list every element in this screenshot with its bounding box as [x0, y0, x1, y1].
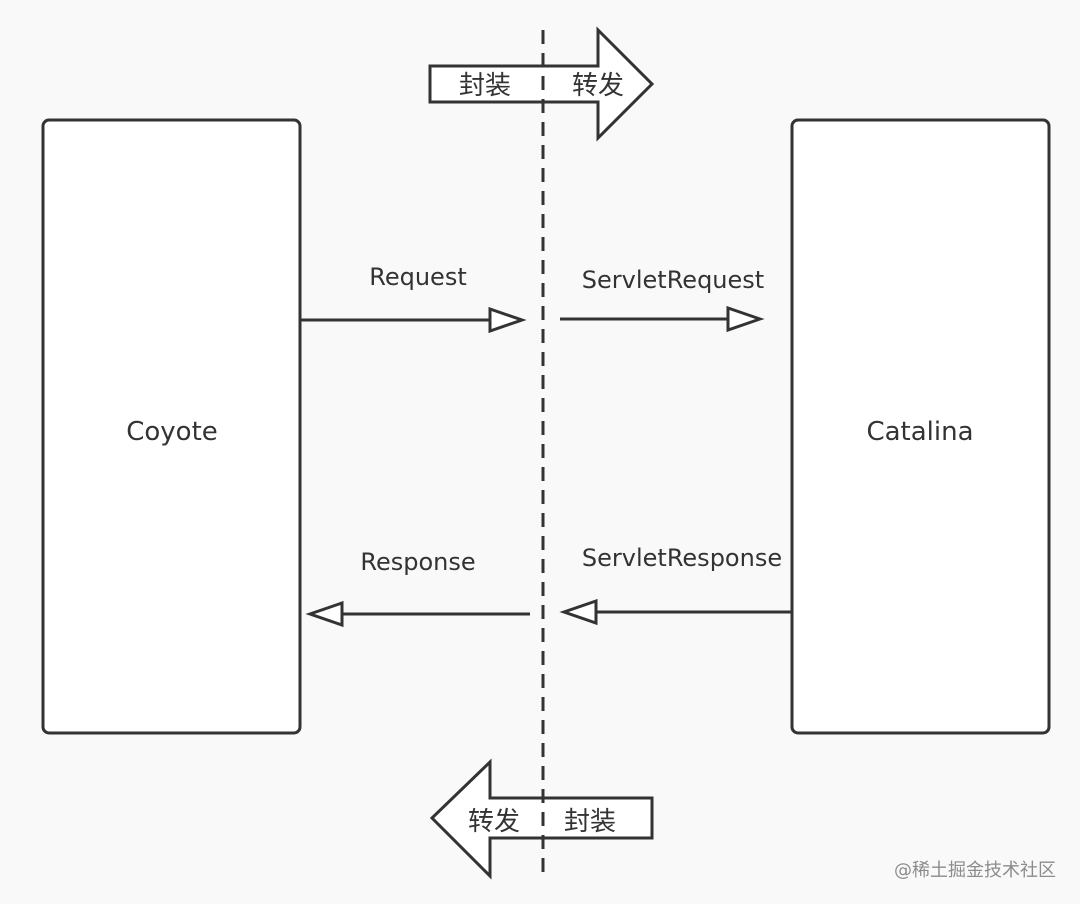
- request-label: Request: [369, 263, 467, 291]
- top-arrow-right-text: 转发: [572, 71, 624, 101]
- coyote-label: Coyote: [126, 417, 218, 447]
- servlet-request-arrow-head: [726, 305, 765, 333]
- top-block-arrow: [428, 26, 655, 142]
- servlet-response-arrow-head: [559, 598, 598, 626]
- request-arrow-head: [488, 306, 527, 334]
- bottom-arrow-left-text: 转发: [468, 807, 520, 837]
- bottom-arrow-right-text: 封装: [564, 807, 616, 837]
- watermark-text: @稀土掘金技术社区: [894, 860, 1056, 881]
- coyote-box: [41, 118, 302, 735]
- response-label: Response: [360, 548, 475, 576]
- top-arrow-left-text: 封装: [459, 71, 511, 101]
- servlet-request-label: ServletRequest: [582, 266, 764, 294]
- catalina-label: Catalina: [866, 417, 973, 447]
- servlet-response-label: ServletResponse: [582, 544, 782, 572]
- catalina-box: [790, 118, 1051, 735]
- response-arrow-head: [305, 600, 344, 628]
